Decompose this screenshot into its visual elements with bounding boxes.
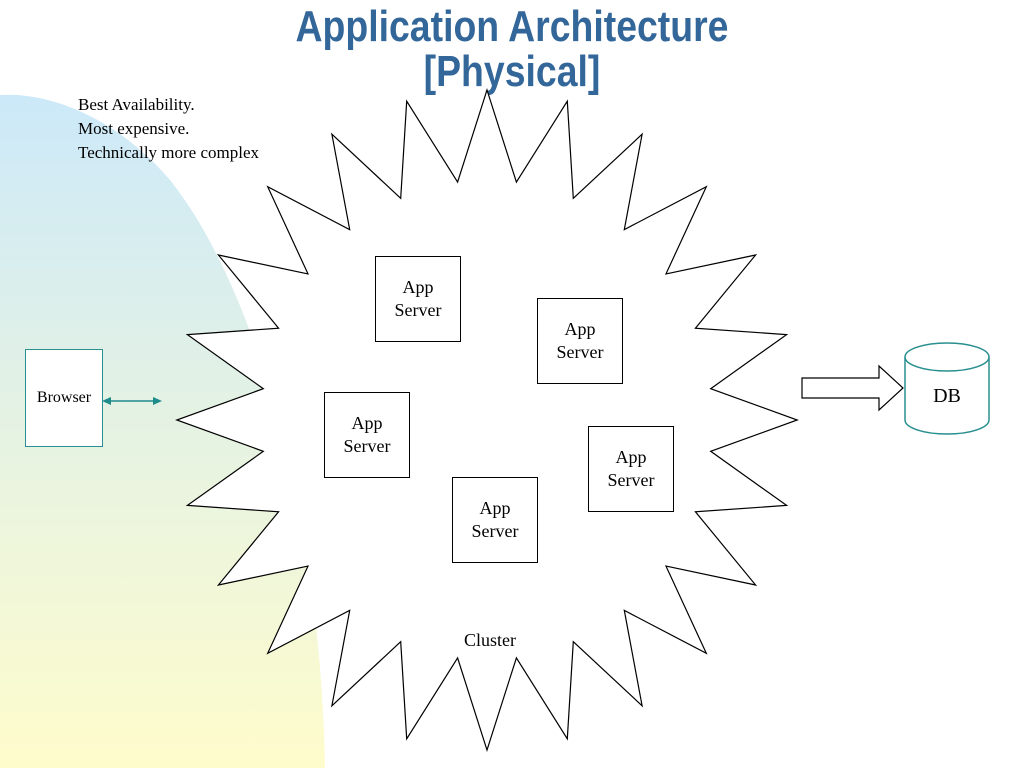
app-server-label: App (402, 277, 434, 297)
app-server-label: Server (471, 521, 519, 541)
cluster-db-arrow (801, 364, 904, 412)
note-item: Best Availability. (78, 95, 195, 114)
app-server-label: App (615, 447, 647, 467)
page-title: Application Architecture (295, 2, 729, 51)
browser-label: Browser (36, 389, 92, 406)
app-server-label: Server (556, 342, 604, 362)
app-server-label: Server (394, 300, 442, 320)
app-server-label: App (351, 413, 383, 433)
app-server-label: Server (343, 436, 391, 456)
db-label: DB (933, 385, 961, 407)
note-item: Most expensive. (78, 119, 190, 138)
app-server-label: App (479, 498, 511, 518)
browser-cluster-arrow (102, 397, 162, 405)
cluster-label: Cluster (464, 630, 516, 650)
notes-list: Best Availability. Most expensive. Techn… (78, 93, 259, 165)
database-icon (904, 342, 990, 435)
app-server-label: App (564, 319, 596, 339)
note-item: Technically more complex (78, 143, 260, 162)
cluster-starburst-shape (175, 88, 799, 752)
page-subtitle: [Physical] (423, 47, 601, 96)
browser-box: Browser (25, 349, 103, 447)
app-server-label: Server (607, 470, 655, 490)
